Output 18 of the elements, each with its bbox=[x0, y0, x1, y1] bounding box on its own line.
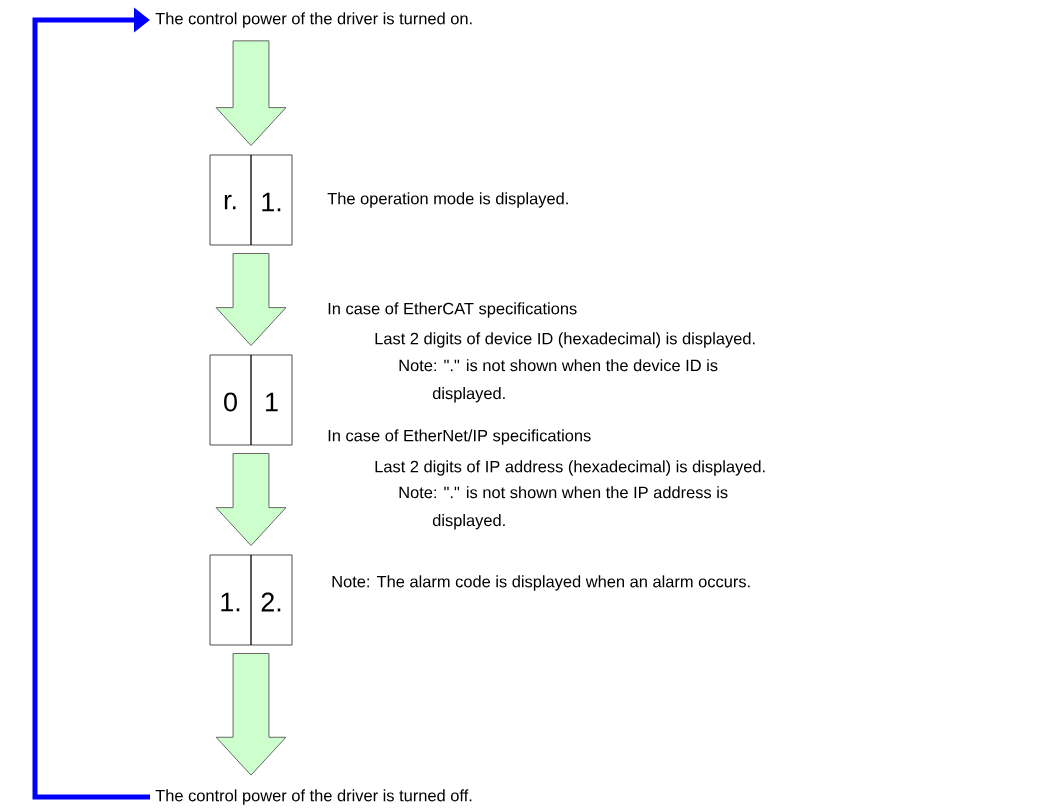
description-text: Note: The alarm code is displayed when an alarm occurs. bbox=[332, 575, 750, 591]
status-text: The control power of the driver is turned on. bbox=[155, 12, 472, 28]
note-text: Note: "." is not shown when the device ID is displayed. bbox=[399, 359, 718, 403]
description-text: Last 2 digits of IP address (hexadecimal) is displayed. bbox=[375, 460, 765, 476]
display-box: 0 1 bbox=[209, 354, 293, 446]
description-text: In case of EtherCAT specifications bbox=[328, 302, 577, 318]
return-arrow bbox=[32, 7, 150, 800]
block-arrow bbox=[215, 40, 287, 146]
description-text: The operation mode is displayed. bbox=[327, 192, 568, 208]
display-box: 1. 2. bbox=[209, 554, 293, 646]
block-arrow bbox=[215, 453, 287, 546]
display-box: r. 1. bbox=[209, 154, 293, 246]
block-arrow bbox=[215, 653, 287, 776]
note-text: Note: "." is not shown when the IP address is displayed. bbox=[399, 486, 728, 530]
description-text: Last 2 digits of device ID (hexadecimal) is displayed. bbox=[375, 332, 755, 348]
block-arrow bbox=[215, 253, 287, 346]
status-text: The control power of the driver is turned off. bbox=[155, 789, 472, 805]
description-text: In case of EtherNet/IP specifications bbox=[328, 429, 591, 445]
